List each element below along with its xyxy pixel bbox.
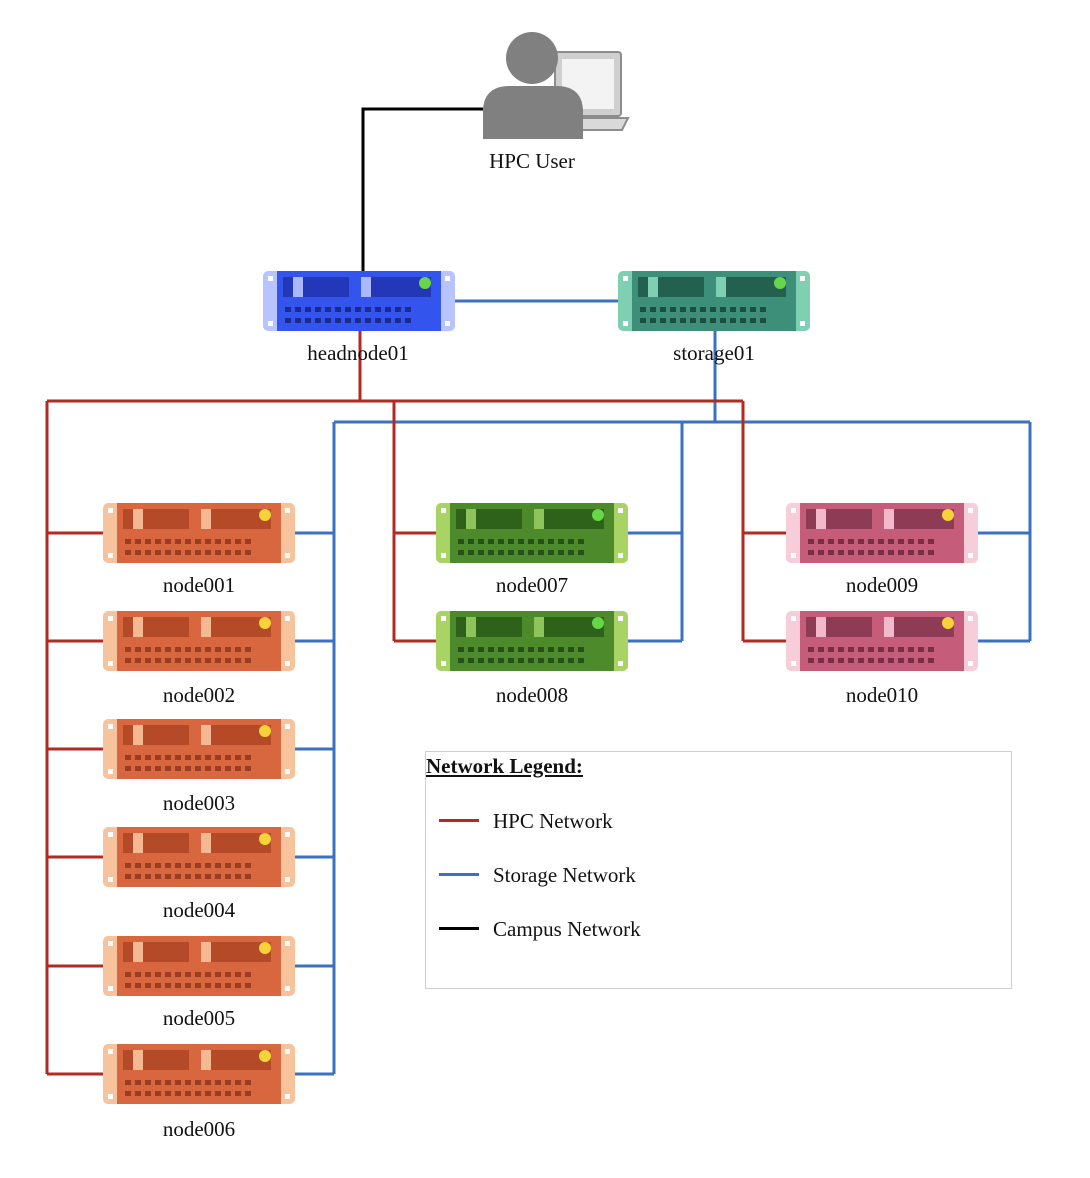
server-icon — [103, 936, 295, 996]
server-icon — [618, 271, 810, 331]
hpc-user[interactable]: HPC User — [483, 32, 630, 173]
storage01[interactable]: storage01 — [618, 271, 810, 365]
storage-label: storage01 — [673, 341, 755, 365]
compute-node-node008[interactable]: node008 — [436, 611, 628, 707]
compute-node-node009[interactable]: node009 — [786, 503, 978, 597]
node-label: node005 — [163, 1006, 235, 1030]
legend-swatch — [439, 819, 479, 822]
compute-node-node004[interactable]: node004 — [103, 827, 295, 922]
node-label: node010 — [846, 683, 918, 707]
legend-swatch — [439, 927, 479, 930]
headnode-label: headnode01 — [307, 341, 408, 365]
server-icon — [103, 503, 295, 563]
node-label: node001 — [163, 573, 235, 597]
legend-item-hpc-network: HPC Network — [439, 809, 839, 833]
node-label: node009 — [846, 573, 918, 597]
hpc-network-links — [45, 330, 786, 1076]
server-icon — [103, 1044, 295, 1104]
campus-network-links — [361, 107, 483, 272]
compute-node-node006[interactable]: node006 — [103, 1044, 295, 1141]
server-icon — [436, 503, 628, 563]
server-icon — [436, 611, 628, 671]
compute-node-node007[interactable]: node007 — [436, 503, 628, 597]
user-computer-icon — [483, 32, 630, 139]
node-label: node002 — [163, 683, 235, 707]
node-label: node008 — [496, 683, 568, 707]
legend-item-storage-network: Storage Network — [439, 863, 839, 887]
compute-node-node010[interactable]: node010 — [786, 611, 978, 707]
compute-node-node005[interactable]: node005 — [103, 936, 295, 1030]
legend-label: Campus Network — [493, 917, 641, 941]
hpc-user-label: HPC User — [489, 149, 575, 173]
node-label: node003 — [163, 791, 235, 815]
server-icon — [103, 611, 295, 671]
server-icon — [786, 503, 978, 563]
legend-label: Storage Network — [493, 863, 636, 887]
server-icon — [263, 271, 455, 331]
node-label: node004 — [163, 898, 236, 922]
network-legend: Network Legend: HPC Network Storage Netw… — [425, 751, 1012, 989]
server-icon — [103, 719, 295, 779]
storage-network-links — [295, 299, 1032, 1076]
compute-node-node003[interactable]: node003 — [103, 719, 295, 815]
legend-swatch — [439, 873, 479, 876]
server-icon — [103, 827, 295, 887]
compute-node-node002[interactable]: node002 — [103, 611, 295, 707]
server-icon — [786, 611, 978, 671]
legend-item-campus-network: Campus Network — [439, 917, 839, 941]
legend-title: Network Legend: — [426, 754, 583, 778]
node-label: node007 — [496, 573, 568, 597]
node-label: node006 — [163, 1117, 235, 1141]
headnode01[interactable]: headnode01 — [263, 271, 455, 365]
legend-label: HPC Network — [493, 809, 613, 833]
compute-node-node001[interactable]: node001 — [103, 503, 295, 597]
